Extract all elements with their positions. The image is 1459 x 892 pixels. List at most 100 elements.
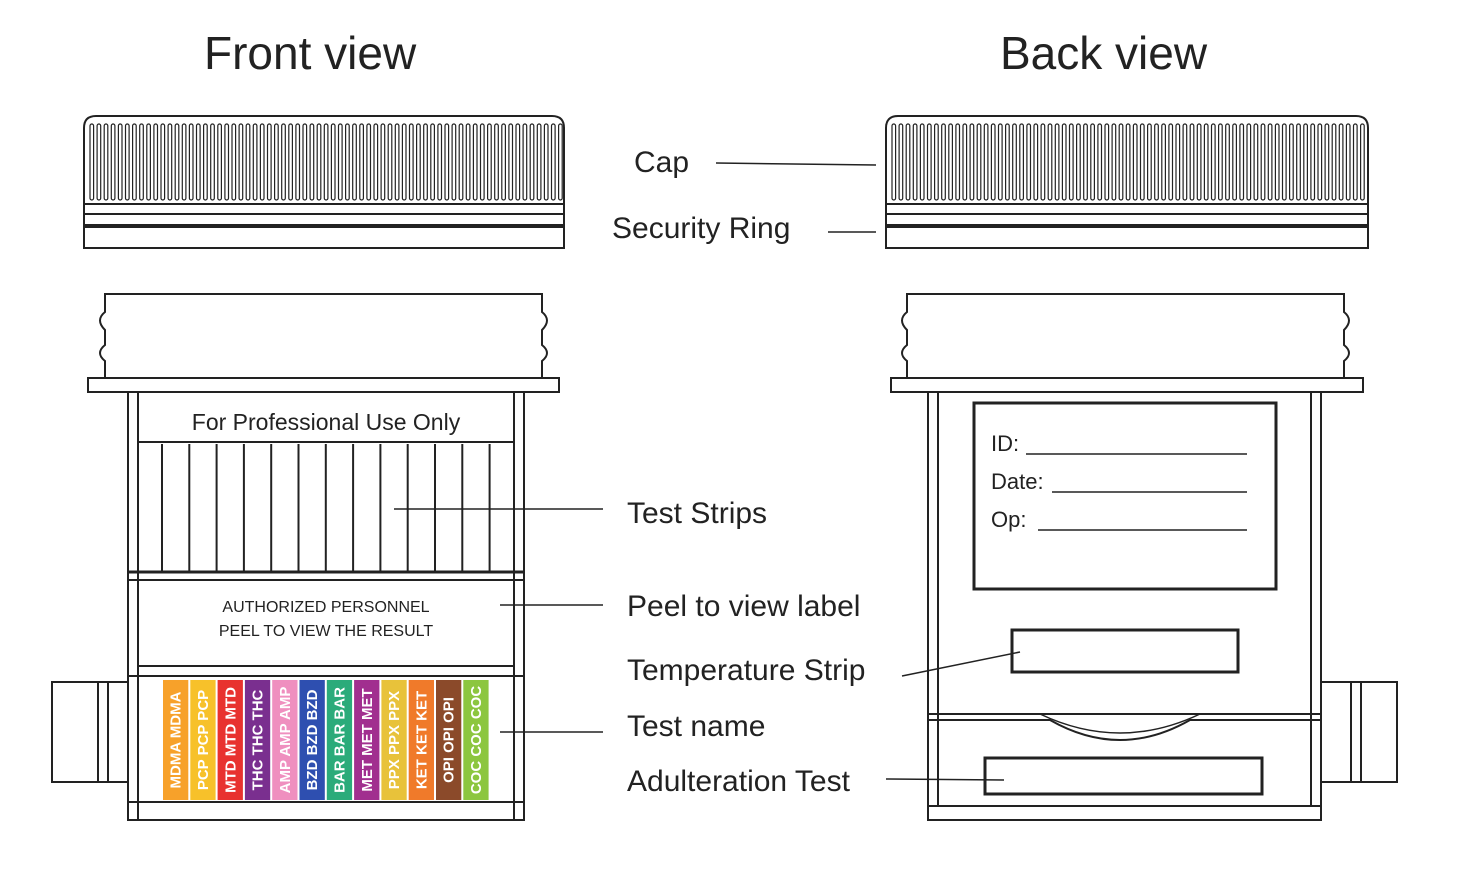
cap-ridge — [1189, 123, 1195, 201]
cap-ridge — [1345, 123, 1351, 201]
temperature-strip — [1010, 628, 1240, 674]
test-strip-label-bzd: BZD BZD BZD — [304, 689, 321, 790]
cap-ridge — [1012, 123, 1017, 201]
test-strip-mtd — [217, 680, 243, 800]
cap-ridge — [195, 123, 201, 201]
cap-ridge — [245, 123, 251, 201]
cap-ridge — [408, 123, 414, 201]
cap-ridge — [337, 123, 343, 201]
cap-ridge — [373, 123, 379, 201]
front-cap — [83, 115, 565, 249]
cap-ridge — [1274, 123, 1280, 201]
cap-ridge — [1359, 123, 1365, 201]
cap-ridge — [1267, 123, 1273, 201]
test-strip-label-mtd: MTD MTD MTD — [222, 687, 239, 793]
cap-ridge — [508, 123, 514, 201]
cap-ridge — [117, 123, 123, 201]
cap-ridge — [1317, 123, 1323, 201]
cap-ridge — [203, 123, 208, 201]
cap-ridge — [1203, 123, 1209, 201]
cap-ridge — [1061, 123, 1067, 201]
cap-ridge — [444, 123, 450, 201]
cap-ridge — [557, 123, 563, 201]
peel-label-line1: AUTHORIZED PERSONNEL — [222, 599, 429, 616]
cap-ridge — [1310, 123, 1316, 201]
cap-ridge — [912, 123, 918, 201]
cap-ridge — [522, 123, 528, 201]
test-strip-label-ket: KET KET KET — [413, 691, 430, 789]
cap-ridge — [110, 123, 116, 201]
cap-ridge — [217, 123, 223, 201]
cap-ridge — [96, 123, 102, 201]
cap-ridge — [259, 123, 265, 201]
cap-ridge — [380, 123, 386, 201]
cap-ridge — [458, 123, 464, 201]
cap-ridge — [430, 123, 435, 201]
cap-ridge — [941, 123, 946, 201]
cap-ridge — [1246, 123, 1252, 201]
cap-ridge — [274, 123, 279, 201]
cap-ridge — [494, 123, 499, 201]
cap-ridge — [1196, 123, 1202, 201]
cap-ridge — [487, 123, 492, 201]
test-strip-label-mdma: MDMA MDMA — [168, 691, 185, 788]
cap-ridge — [288, 123, 293, 201]
cap-ridge — [1054, 123, 1060, 201]
cap-ridge — [1019, 123, 1024, 201]
cap-ridge — [465, 123, 471, 201]
cap-ridge — [990, 123, 996, 201]
test-strip-label-met: MET MET MET — [359, 688, 376, 791]
cap-ridge — [302, 123, 308, 201]
test-strip-pcp — [190, 680, 216, 800]
cap-ridge — [1260, 123, 1266, 201]
cap-ridge — [1047, 123, 1053, 201]
test-strip-amp — [272, 680, 298, 800]
date-field-label: Date: — [991, 469, 1044, 494]
cap-ridge — [1075, 123, 1081, 201]
cap-ridge — [898, 123, 904, 201]
test-strip-ppx — [381, 680, 407, 800]
cap-ridge — [146, 123, 152, 201]
adulteration-test-callout: Adulteration Test — [627, 765, 850, 798]
cap-ridge — [1146, 123, 1152, 201]
cap-ridge — [89, 123, 95, 201]
cap-ridge — [437, 123, 443, 201]
cap-ridge — [1111, 123, 1117, 201]
test-strip-opi — [436, 680, 462, 800]
cap-ridge — [969, 123, 975, 201]
cap-ridge — [1281, 123, 1287, 201]
cap-ridge — [472, 123, 478, 201]
professional-use-label: For Professional Use Only — [192, 409, 461, 435]
cap-ridge — [1090, 123, 1096, 201]
cap-ridge — [1225, 123, 1230, 201]
cap-ridge — [188, 123, 194, 201]
cap-ridge — [905, 123, 911, 201]
cap-ridge — [1026, 123, 1032, 201]
cap-ridge — [1004, 123, 1010, 201]
test-strip-label-ppx: PPX PPX PPX — [386, 691, 403, 789]
cap-ridge — [1033, 123, 1039, 201]
cap-ridge — [153, 123, 159, 201]
id-label-box — [972, 401, 1278, 591]
test-strip-label-bar: BAR BAR BAR — [331, 687, 348, 793]
cap-ridge — [550, 123, 556, 201]
cap-ridge — [1296, 123, 1301, 201]
cap-ridge — [891, 123, 897, 201]
cap-ridge — [997, 123, 1003, 201]
cap-ridge — [976, 123, 982, 201]
cap-ridge — [416, 123, 421, 201]
back-view-title: Back view — [1000, 27, 1208, 79]
cap-ridge — [1132, 123, 1138, 201]
cap-ridge — [103, 123, 109, 201]
cap-ridge — [926, 123, 932, 201]
cap-ridge — [345, 123, 350, 201]
cap-ridge — [1303, 123, 1309, 201]
cap-ridge — [160, 123, 166, 201]
test-strip-label-thc: THC THC THC — [250, 689, 267, 790]
front-cap-ridges — [89, 123, 563, 201]
cap-ridge — [1068, 123, 1074, 201]
test-strip-bar — [326, 680, 353, 800]
test-strip-label-coc: COC COC COC — [468, 686, 485, 795]
